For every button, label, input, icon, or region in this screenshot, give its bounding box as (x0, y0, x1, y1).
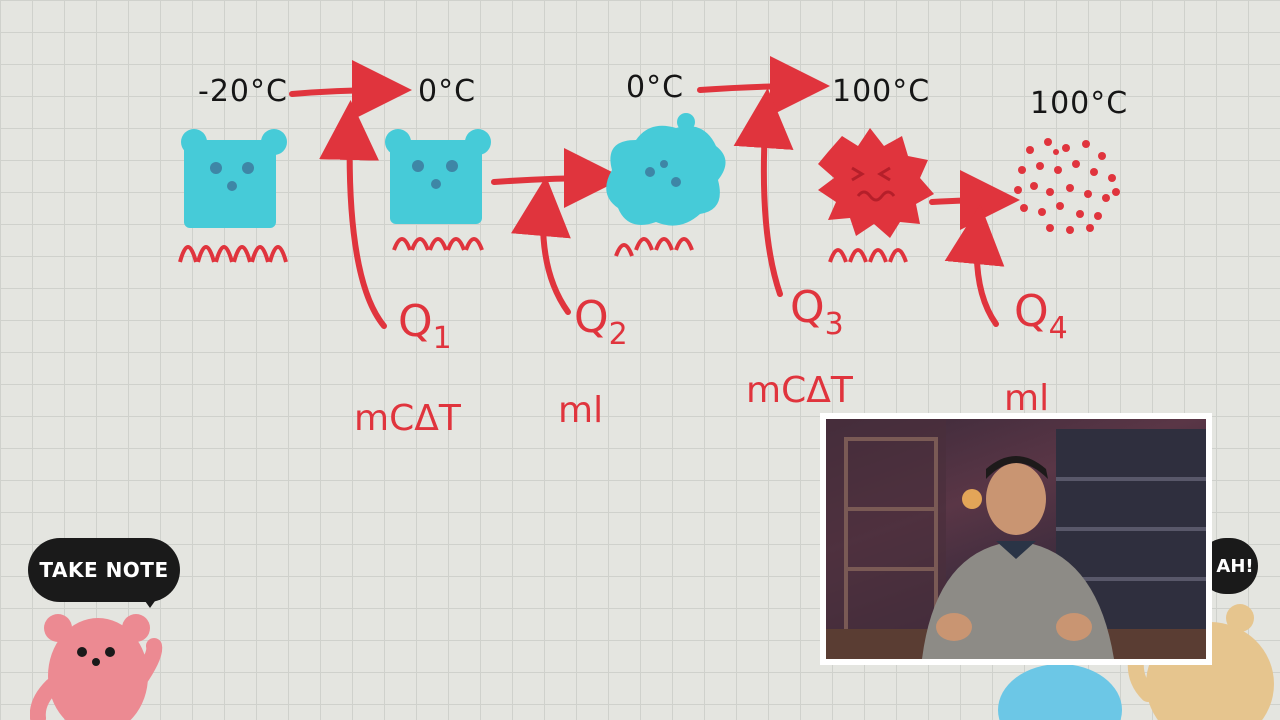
heat-q2-subscript: 2 (608, 317, 628, 352)
take-note-bubble: TAKE NOTE (28, 538, 180, 608)
ah-text: AH! (1216, 555, 1254, 577)
molecule-row-2 (392, 237, 484, 251)
transition-arrows (289, 56, 1020, 231)
heat-arrow-q4 (944, 204, 1005, 327)
heat-q3-subscript: 3 (824, 307, 844, 342)
heat-q1-symbol: Q (398, 296, 433, 347)
molecule-row-4 (828, 248, 908, 263)
molecule-row-3 (614, 237, 694, 257)
ice-block-cold (181, 129, 287, 228)
heat-q2-symbol: Q (574, 292, 609, 343)
formula-q4: ml (1004, 378, 1050, 419)
webcam-overlay (820, 413, 1212, 665)
heat-q3-symbol: Q (790, 282, 825, 333)
webcam-video (826, 419, 1206, 659)
heat-arrow-q3 (733, 88, 794, 297)
arrow-boiling (929, 170, 1020, 231)
heat-label-q1: Q1 (398, 296, 452, 356)
heat-q4-symbol: Q (1014, 286, 1049, 337)
steam-particles (1014, 138, 1120, 234)
arrow-melting (491, 148, 624, 209)
arrow-ice-heating (289, 60, 412, 121)
water-blob (606, 113, 726, 226)
molecule-row-1 (178, 245, 288, 263)
temperature-label-2: 0°C (418, 74, 477, 109)
temperature-label-5: 100°C (1030, 86, 1129, 121)
take-note-text: TAKE NOTE (39, 558, 169, 582)
arrow-water-heating (697, 56, 830, 117)
formula-q2: ml (558, 390, 604, 431)
formula-q1: mCΔT (354, 398, 461, 439)
temperature-label-4: 100°C (832, 74, 931, 109)
temperature-label-3: 0°C (626, 70, 685, 105)
heat-label-q4: Q4 (1014, 286, 1068, 346)
boiling-water-blob (818, 128, 934, 238)
heat-arrow-q2 (511, 176, 571, 315)
formula-q3: mCΔT (746, 370, 853, 411)
heat-arrows (319, 88, 1005, 329)
blue-bear-mascot (998, 664, 1122, 720)
pink-bear-mascot (30, 614, 163, 720)
heat-q4-subscript: 4 (1048, 311, 1068, 346)
heat-arrow-q1 (319, 100, 387, 329)
heat-label-q3: Q3 (790, 282, 844, 342)
webcam-scene (826, 419, 1206, 659)
temperature-label-1: -20°C (198, 74, 288, 109)
heat-label-q2: Q2 (574, 292, 628, 352)
ice-block-melting-point (385, 129, 491, 224)
heat-q1-subscript: 1 (432, 321, 452, 356)
